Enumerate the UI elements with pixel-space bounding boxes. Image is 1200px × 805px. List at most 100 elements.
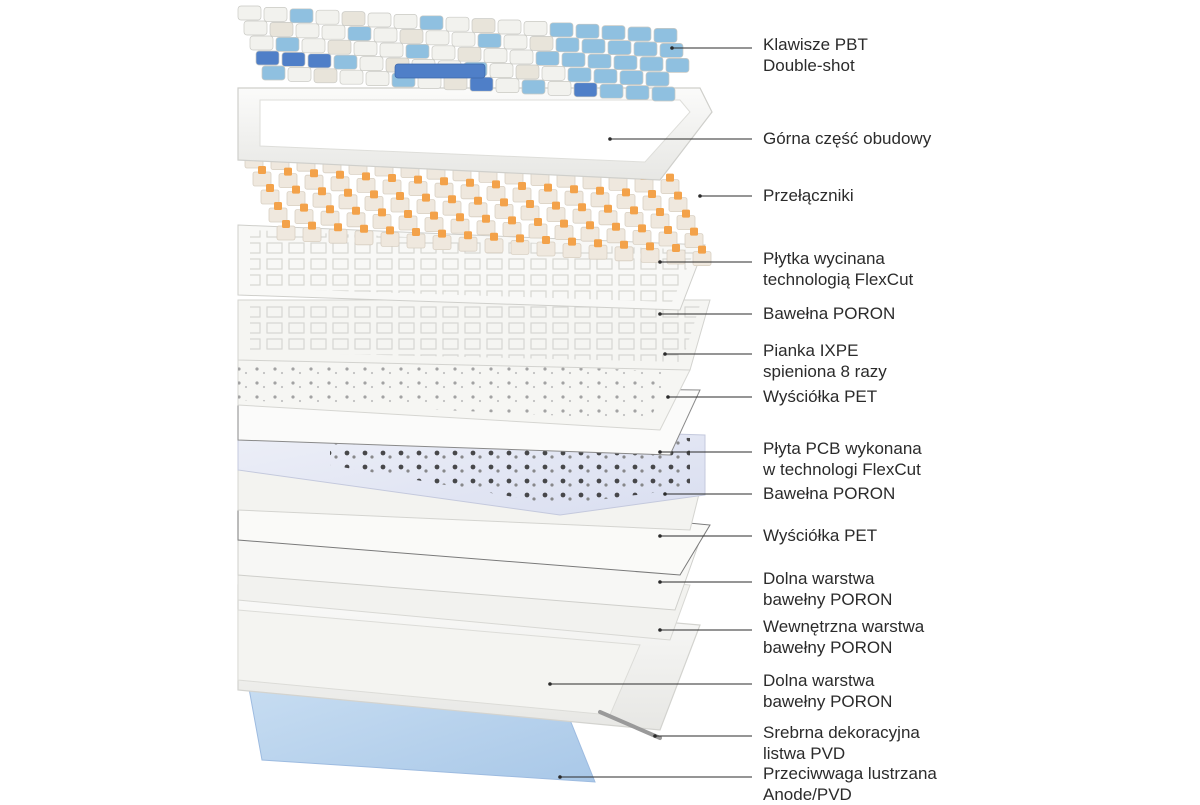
keycap bbox=[419, 15, 444, 31]
switch-housing bbox=[252, 171, 272, 187]
switch-housing bbox=[660, 179, 680, 195]
switch-housing bbox=[434, 182, 454, 198]
label-line: Srebrna dekoracyjna bbox=[763, 723, 920, 742]
leader-dot-pet-2 bbox=[658, 534, 662, 538]
switch-housing bbox=[486, 185, 506, 201]
switch-housing bbox=[372, 213, 392, 229]
switch-housing bbox=[286, 191, 306, 207]
switch-housing bbox=[476, 220, 496, 236]
switch-stem bbox=[360, 224, 368, 233]
keycap-array bbox=[237, 5, 690, 102]
switch-stem bbox=[284, 167, 292, 176]
keycap bbox=[249, 35, 274, 51]
switch-housing bbox=[538, 189, 558, 205]
switch-stem bbox=[456, 213, 464, 222]
keycap bbox=[263, 7, 288, 22]
keycap bbox=[365, 71, 390, 86]
label-switches: Przełączniki bbox=[763, 185, 1023, 206]
keycap bbox=[489, 63, 514, 78]
top-case-opening bbox=[259, 99, 691, 163]
switch-housing bbox=[580, 226, 600, 242]
switch-stem bbox=[544, 183, 552, 192]
switch-housing bbox=[468, 202, 488, 218]
switch-housing bbox=[536, 241, 556, 257]
keycap bbox=[547, 81, 572, 96]
switch-housing bbox=[424, 217, 444, 233]
keycap bbox=[457, 46, 482, 62]
keycap bbox=[653, 28, 678, 43]
keycap bbox=[535, 51, 560, 66]
keycap bbox=[471, 18, 496, 33]
switch-stem bbox=[464, 231, 472, 240]
keycap bbox=[555, 37, 580, 53]
leader-dot-poron-bottom-1 bbox=[658, 580, 662, 584]
keycap bbox=[573, 82, 598, 98]
keycap bbox=[541, 66, 566, 81]
switch-stem bbox=[388, 174, 396, 182]
switch-stem bbox=[518, 182, 526, 190]
switch-stem bbox=[292, 185, 300, 194]
keycap bbox=[315, 9, 340, 25]
switch-stem bbox=[318, 187, 326, 196]
switch-stem bbox=[266, 184, 274, 192]
switch-stem bbox=[586, 221, 594, 230]
switch-housing bbox=[460, 184, 480, 200]
keycap bbox=[607, 40, 632, 55]
switch-stem bbox=[308, 221, 316, 230]
switch-housing bbox=[684, 233, 704, 249]
switch-stem bbox=[560, 219, 568, 228]
switch-stem bbox=[508, 216, 516, 225]
switch-housing bbox=[278, 173, 298, 189]
switch-stem bbox=[620, 240, 628, 249]
label-poron-1: Bawełna PORON bbox=[763, 303, 1023, 324]
switch-housing bbox=[528, 223, 548, 239]
keycap bbox=[275, 37, 300, 52]
switch-housing bbox=[416, 199, 436, 215]
switch-housing bbox=[382, 179, 402, 195]
label-line: Double-shot bbox=[763, 56, 855, 75]
switch-stem bbox=[666, 173, 674, 182]
keycap bbox=[269, 22, 294, 37]
keycap bbox=[353, 41, 378, 56]
keycap bbox=[425, 30, 450, 46]
switch-housing bbox=[356, 177, 376, 193]
switch-stem bbox=[690, 227, 698, 236]
switch-stem bbox=[334, 223, 342, 232]
switch-stem bbox=[310, 169, 318, 178]
switch-stem bbox=[422, 193, 430, 202]
switch-stem bbox=[344, 188, 352, 197]
switch-housing bbox=[564, 190, 584, 206]
label-line: Wewnętrzna warstwa bbox=[763, 617, 925, 636]
label-line: Górna część obudowy bbox=[763, 129, 932, 148]
keycap bbox=[651, 86, 676, 102]
keycap bbox=[581, 38, 606, 54]
switch-stem bbox=[386, 226, 394, 235]
switch-housing bbox=[450, 218, 470, 234]
label-line: Anode/PVD bbox=[763, 785, 852, 804]
keycap bbox=[341, 11, 366, 26]
label-pet-2: Wyściółka PET bbox=[763, 525, 1023, 546]
label-line: spieniona 8 razy bbox=[763, 362, 887, 381]
switch-stem bbox=[622, 188, 630, 197]
keycap bbox=[645, 71, 670, 87]
layer-stack bbox=[237, 5, 713, 783]
switch-stem bbox=[648, 190, 656, 198]
switch-housing bbox=[676, 215, 696, 231]
switch-stem bbox=[568, 237, 576, 246]
switch-housing bbox=[408, 181, 428, 197]
keycap bbox=[587, 53, 612, 69]
keycap bbox=[567, 67, 592, 83]
switch-stem bbox=[492, 180, 500, 189]
keycap bbox=[307, 53, 332, 69]
keycap bbox=[379, 42, 404, 58]
switch-housing bbox=[442, 200, 462, 216]
keycap bbox=[339, 69, 364, 85]
keycap bbox=[613, 55, 638, 70]
switch-housing bbox=[364, 195, 384, 211]
switch-housing bbox=[640, 247, 660, 263]
